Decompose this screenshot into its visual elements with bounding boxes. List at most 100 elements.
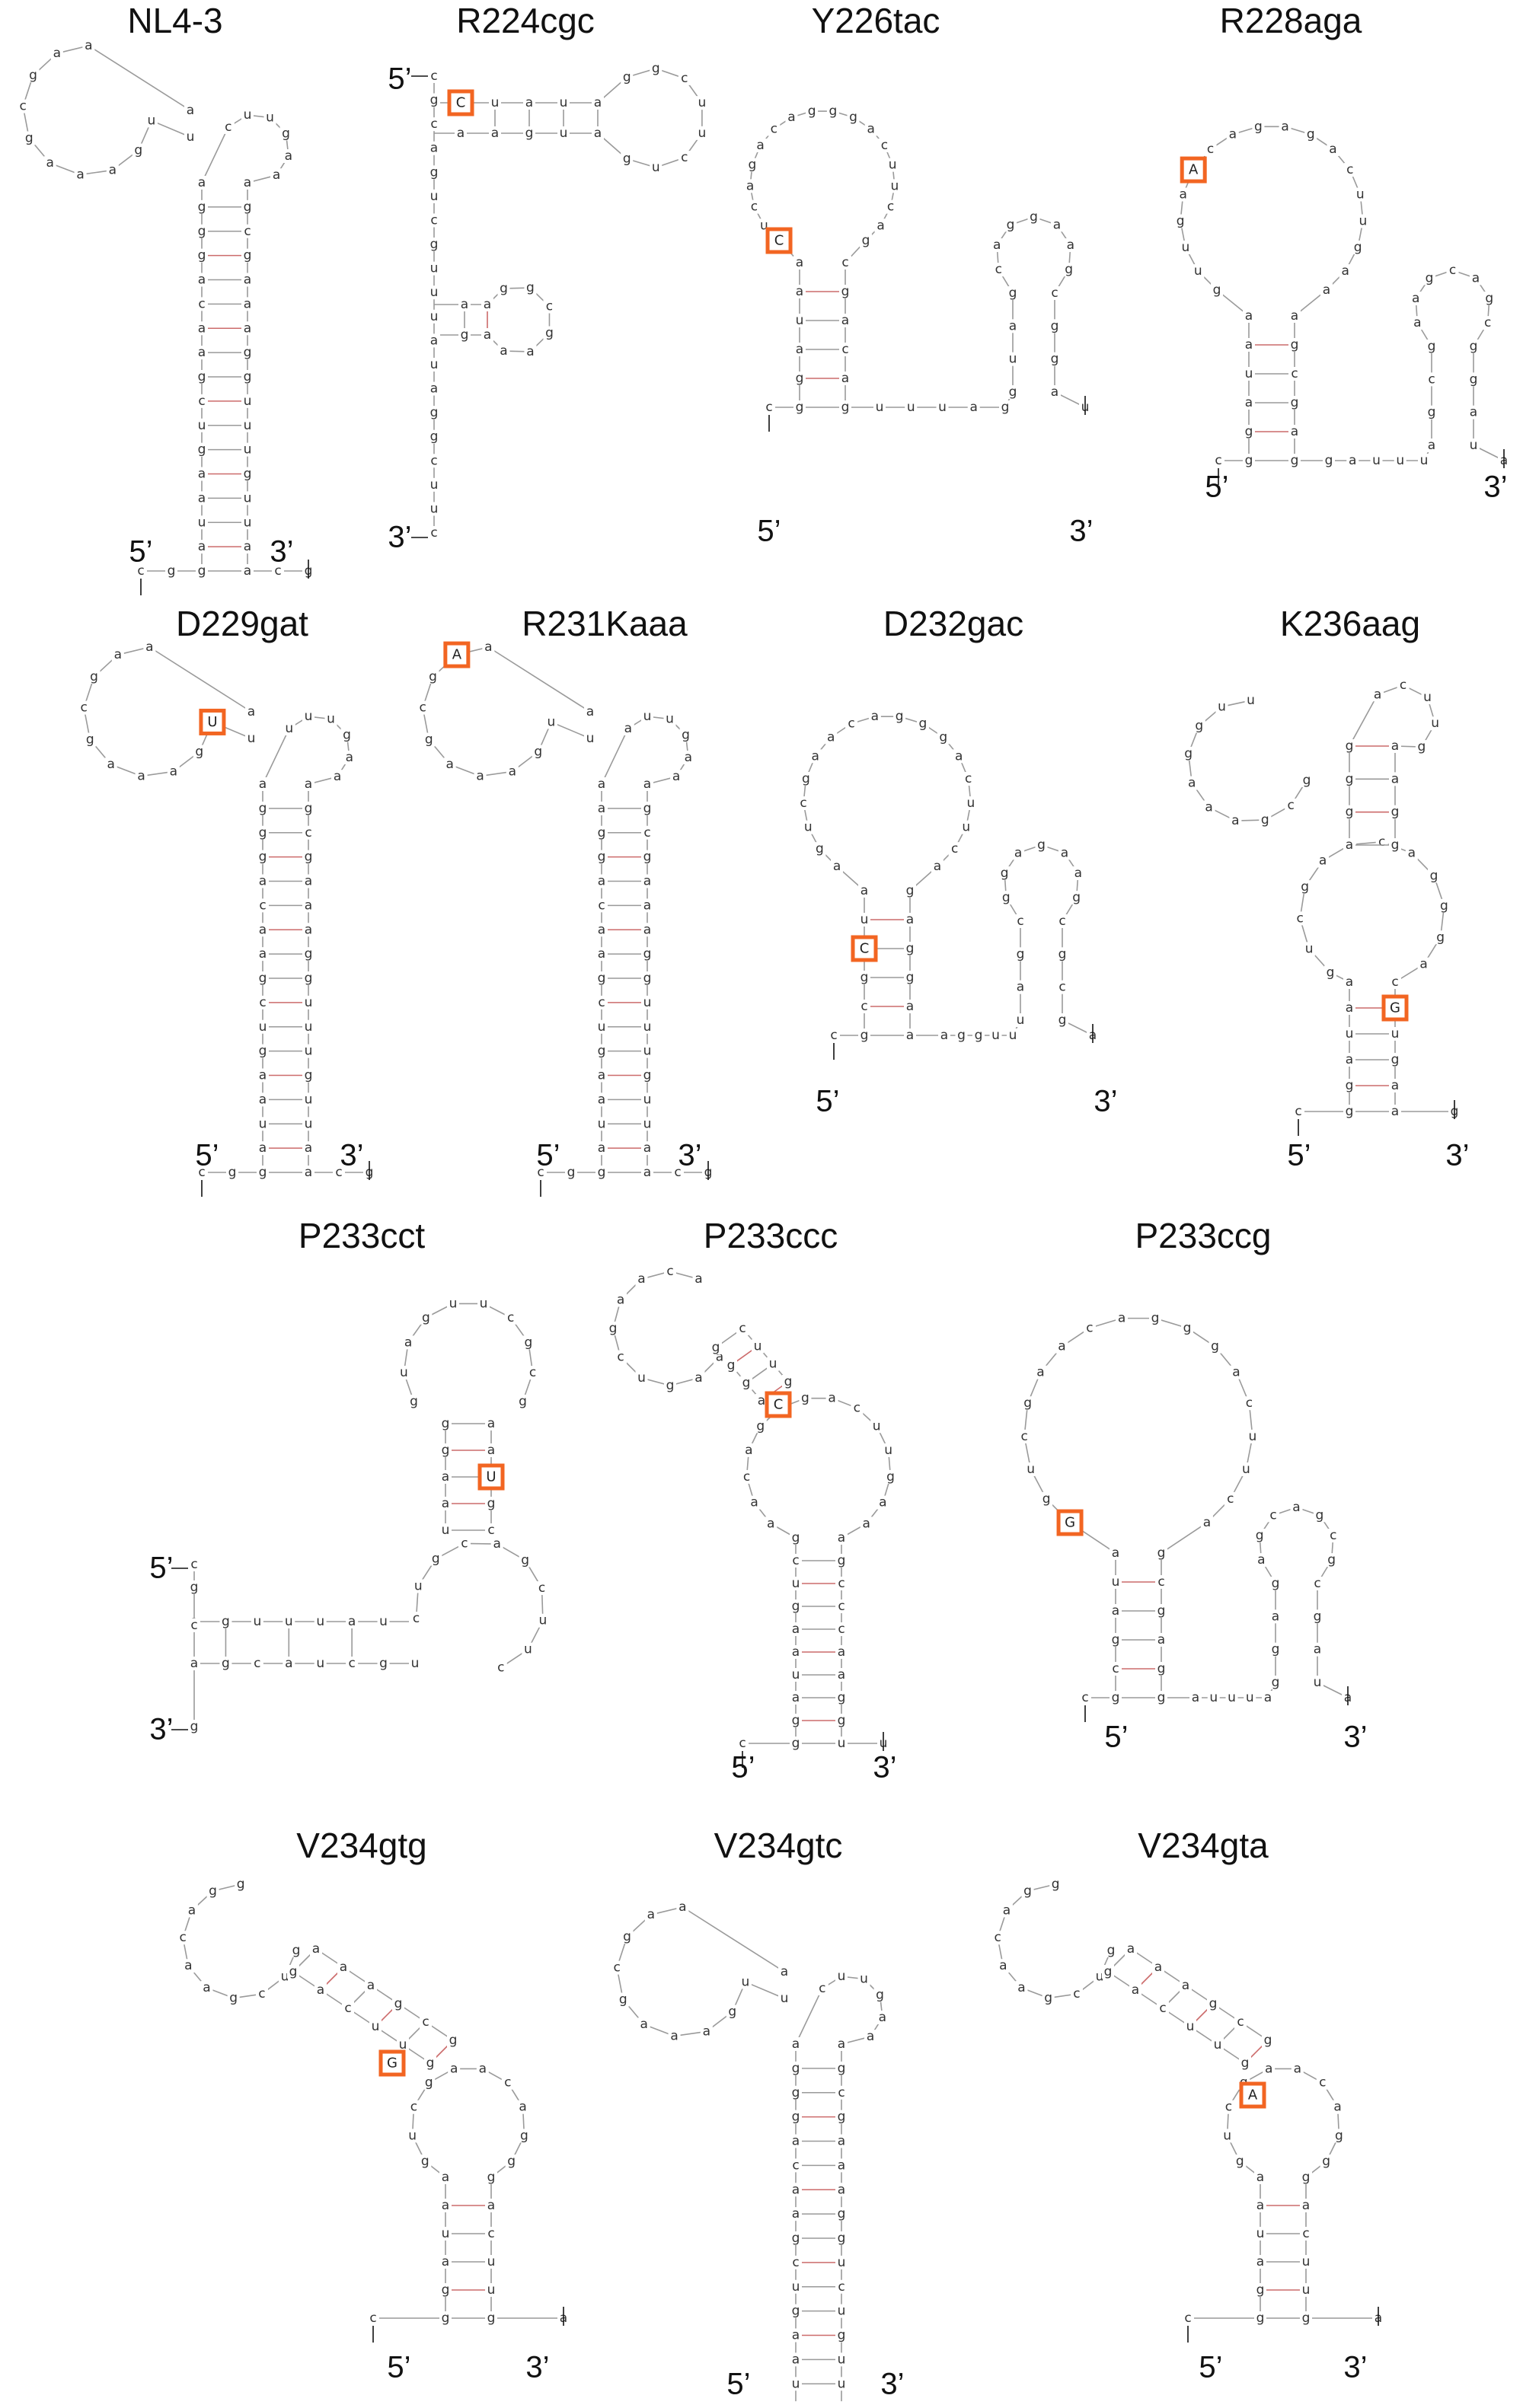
nucleotide-bg — [816, 1981, 829, 1995]
nucleotide-bg — [595, 1068, 608, 1083]
nucleotide: a — [526, 344, 534, 359]
nucleotide: a — [461, 297, 468, 312]
nucleotide: g — [289, 1964, 298, 1979]
nucleotide: a — [430, 333, 438, 348]
nucleotide-bg — [858, 971, 870, 984]
nucleotide: a — [678, 1899, 686, 1915]
nucleotide-bg — [835, 2352, 848, 2367]
nucleotide: u — [643, 709, 652, 724]
nucleotide-bg — [748, 199, 761, 214]
nucleotide-bg — [439, 2227, 452, 2241]
nucleotide-bg — [481, 298, 493, 311]
nucleotide: a — [792, 1644, 800, 1660]
nucleotide-bg — [1394, 454, 1406, 467]
nucleotide: a — [598, 1092, 605, 1107]
nucleotide: g — [598, 1165, 606, 1180]
nucleotide: u — [1346, 1026, 1354, 1041]
nucleotide: a — [334, 769, 341, 784]
nucleotide: a — [244, 321, 251, 336]
nucleotide-bg — [196, 564, 208, 578]
nucleotide-bg — [257, 1166, 269, 1179]
nucleotide: a — [244, 539, 251, 554]
nucleotide-bg — [439, 2311, 452, 2325]
nucleotide-bg — [1244, 1691, 1256, 1705]
nucleotide: a — [643, 1165, 651, 1180]
nucleotide-bg — [302, 1019, 314, 1034]
nucleotide-bg — [1234, 2154, 1247, 2169]
nucleotide-bg — [407, 1394, 420, 1408]
nucleotide-bg — [790, 2328, 802, 2343]
nucleotide-bg — [835, 2061, 848, 2075]
nucleotide-bg — [641, 1117, 653, 1131]
nucleotide-bg — [132, 143, 145, 158]
nucleotide-bg — [726, 2005, 739, 2019]
nucleotide: g — [259, 1044, 267, 1059]
nucleotide-bg — [235, 1877, 247, 1892]
nucleotide-bg — [1327, 1529, 1339, 1543]
nucleotide: c — [951, 841, 958, 856]
nucleotide: u — [244, 515, 252, 530]
nucleotide-bg — [650, 160, 663, 174]
nucleotide-bg — [407, 2100, 420, 2114]
nucleotide-bg — [516, 2100, 529, 2114]
nucleotide-bg — [497, 344, 510, 359]
nucleotide-bg — [446, 1296, 459, 1311]
nucleotide: c — [739, 1736, 746, 1751]
nucleotide: u — [148, 113, 156, 128]
nucleotide-bg — [455, 126, 467, 140]
nucleotide: g — [623, 69, 631, 85]
nucleotide: a — [1179, 187, 1186, 203]
three-prime-label: 3’ — [678, 1138, 702, 1172]
nucleotide-bg — [283, 721, 295, 735]
nucleotide: g — [1177, 214, 1185, 229]
nucleotide: g — [1436, 930, 1445, 945]
nucleotide-bg — [641, 1044, 653, 1058]
nucleotide: u — [1218, 699, 1226, 714]
nucleotide: a — [1323, 282, 1330, 298]
nucleotide-bg — [428, 69, 440, 83]
nucleotide: g — [860, 970, 869, 985]
nucleotide: u — [399, 2037, 407, 2052]
nucleotide-bg — [839, 400, 851, 414]
nucleotide: g — [1291, 395, 1299, 410]
nucleotide-bg — [196, 540, 208, 554]
nucleotide: u — [1186, 2019, 1195, 2034]
nucleotide-bg — [641, 825, 653, 840]
nucleotide: c — [617, 1350, 624, 1365]
nucleotide: a — [594, 95, 602, 110]
nucleotide: u — [1302, 2282, 1311, 2298]
nucleotide-bg — [1110, 1691, 1122, 1705]
nucleotide-bg — [535, 1581, 548, 1596]
nucleotide: c — [765, 400, 772, 415]
nucleotide-bg — [428, 357, 440, 372]
nucleotide: a — [1265, 2061, 1272, 2076]
nucleotide-bg — [302, 1092, 314, 1107]
panel-title-v234gta: V234gta — [1138, 1826, 1269, 1865]
nucleotide-bg — [1343, 772, 1355, 786]
nucleotide: g — [500, 281, 508, 296]
nucleotide: a — [85, 38, 92, 53]
nucleotide-bg — [458, 1536, 471, 1551]
nucleotide: g — [29, 68, 37, 83]
nucleotide-bg — [257, 1068, 269, 1083]
nucleotide: u — [408, 2128, 417, 2143]
nucleotide: g — [1391, 1052, 1400, 1067]
nucleotide-bg — [1389, 1053, 1401, 1067]
nucleotide-bg — [245, 705, 257, 719]
nucleotide: a — [1264, 1690, 1272, 1705]
five-prime-label: 5’ — [149, 1551, 174, 1585]
nucleotide: a — [1272, 1609, 1279, 1624]
nucleotide: g — [1051, 318, 1059, 333]
nucleotide: g — [792, 1599, 800, 1614]
nucleotide-bg — [367, 2311, 379, 2325]
mutation-box — [1239, 2081, 1266, 2109]
nucleotide: c — [1378, 834, 1385, 850]
nucleotide-bg — [257, 1117, 269, 1131]
nucleotide-bg — [1389, 805, 1401, 819]
nucleotide: a — [1281, 119, 1288, 134]
nucleotide: a — [643, 1140, 651, 1156]
nucleotide: g — [487, 2170, 496, 2185]
nucleotide-bg — [1221, 2129, 1234, 2143]
nucleotide-bg — [835, 1737, 848, 1750]
nucleotide-bg — [595, 1166, 608, 1179]
